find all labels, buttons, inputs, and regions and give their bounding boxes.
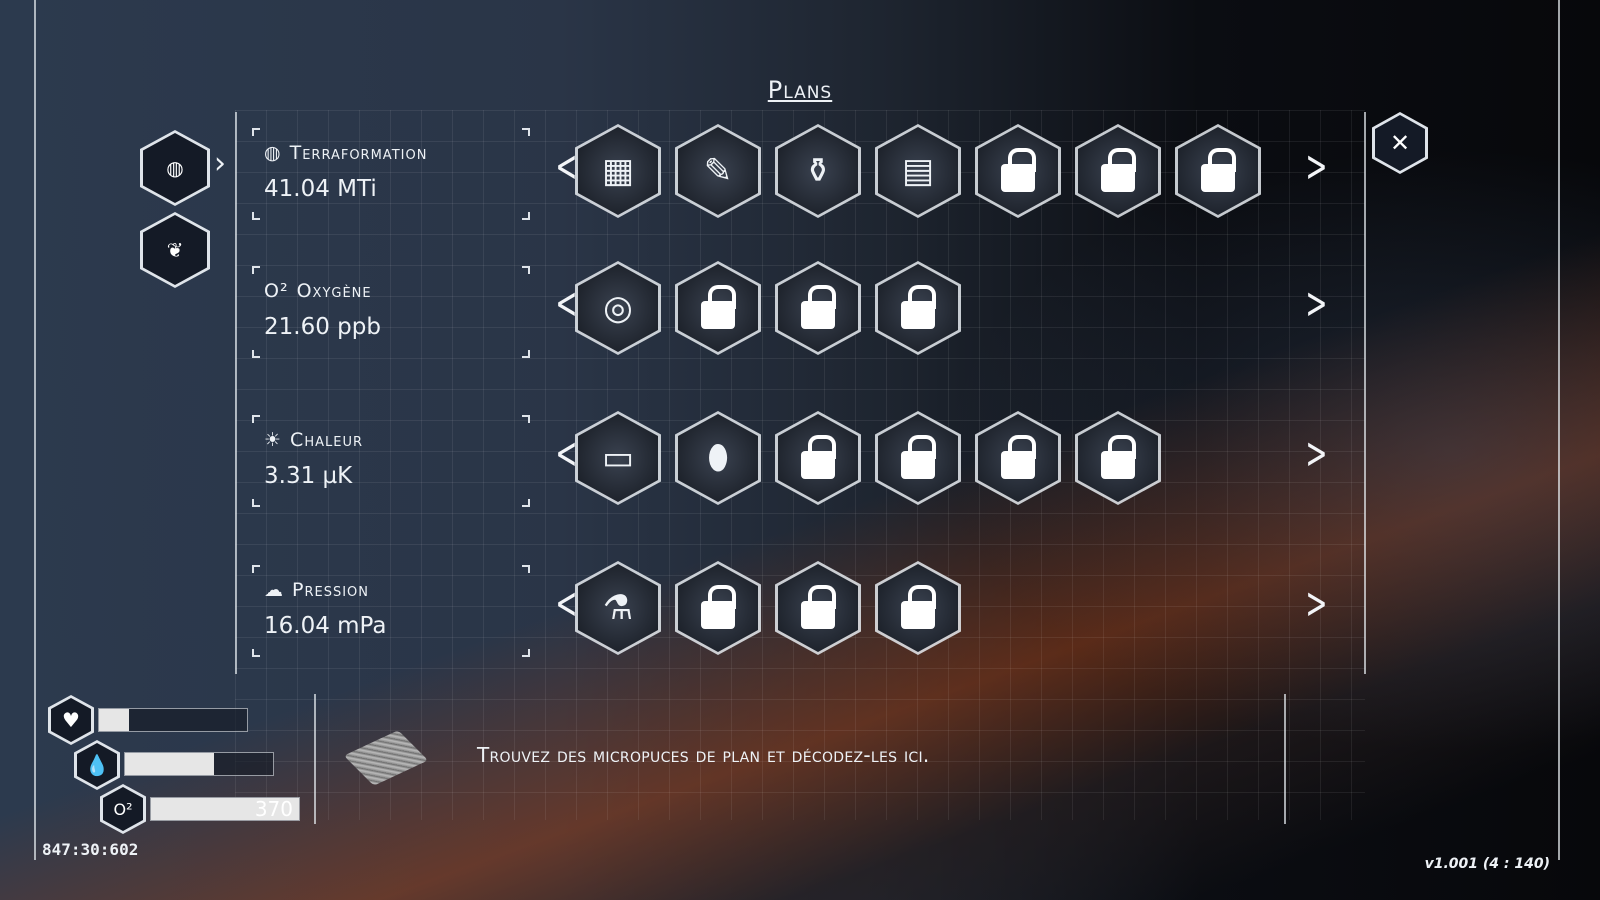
locked-blueprint[interactable] (1175, 124, 1261, 218)
blueprint-icon: ◎ (603, 288, 633, 328)
stat-label: Oxygène (296, 280, 372, 302)
game-timer: 847:30:602 (42, 840, 139, 859)
oxygen-icon: O² (100, 784, 146, 834)
water-drop-icon: 💧 (74, 740, 120, 790)
lock-icon (1201, 148, 1236, 192)
lock-icon (1101, 148, 1136, 192)
locked-blueprint[interactable] (675, 561, 761, 655)
chevron-left-icon[interactable]: < (555, 578, 578, 629)
divider (314, 694, 316, 824)
divider (1364, 112, 1366, 674)
lock-icon (1101, 435, 1136, 479)
chevron-right-icon[interactable]: > (1305, 578, 1328, 629)
lock-icon (701, 585, 736, 629)
version-label: v1.001 (4 : 140) (1424, 856, 1550, 872)
lock-icon (901, 435, 936, 479)
lock-icon (801, 285, 836, 329)
lock-icon (901, 285, 936, 329)
health-bar (98, 708, 248, 732)
stat-value: 3.31 µK (264, 463, 353, 489)
stat-label: Pression (292, 579, 369, 601)
blueprint-icon: ▭ (601, 438, 635, 478)
globe-icon: ◍ (264, 142, 282, 164)
blueprint-icon: ⚗ (602, 588, 634, 628)
stat-value: 41.04 MTi (264, 176, 377, 202)
lock-icon (701, 285, 736, 329)
chevron-right-icon[interactable]: > (1305, 141, 1328, 192)
leaf-icon: ❦ (140, 212, 210, 288)
sun-icon: ☀ (264, 429, 283, 451)
locked-blueprint[interactable] (875, 561, 961, 655)
divider (235, 112, 237, 674)
stat-oxygène: O² Oxygène 21.60 ppb (252, 266, 530, 358)
stat-label: Terraformation (289, 142, 428, 164)
oxygen-bar: 370 (150, 797, 300, 821)
locked-blueprint[interactable] (1075, 411, 1161, 505)
chevron-right-icon[interactable]: > (1305, 278, 1328, 329)
oxygen-value: 370 (254, 797, 293, 821)
blueprint-icon: ▦ (601, 151, 635, 191)
divider (1284, 694, 1286, 824)
lock-icon (1001, 435, 1036, 479)
chevron-right-icon: › (214, 146, 226, 181)
terraformation-category-button[interactable]: ◍ › (140, 130, 226, 206)
blueprint-icon: ✎ (703, 151, 733, 191)
close-button[interactable]: ✕ (1372, 112, 1428, 174)
blueprint-icon: ⚱ (803, 151, 833, 191)
chevron-right-icon[interactable]: > (1305, 428, 1328, 479)
blueprint-icon: ⬮ (707, 438, 729, 478)
heart-icon: ♥ (48, 695, 94, 745)
lock-icon (901, 585, 936, 629)
stat-label: Chaleur (290, 429, 363, 451)
stat-chaleur: ☀ Chaleur 3.31 µK (252, 415, 530, 507)
oxygen-icon: O² (264, 280, 289, 302)
chevron-left-icon[interactable]: < (555, 428, 578, 479)
biomass-category-button[interactable]: ❦ (140, 212, 210, 288)
locked-blueprint[interactable] (1075, 124, 1161, 218)
blueprint-icon: ▤ (901, 151, 935, 191)
stat-terraformation: ◍ Terraformation 41.04 MTi (252, 128, 530, 220)
lock-icon (801, 585, 836, 629)
lock-icon (1001, 148, 1036, 192)
cloud-icon: ☁ (264, 579, 284, 601)
stat-pression: ☁ Pression 16.04 mPa (252, 565, 530, 657)
frame-right (1558, 0, 1560, 860)
stat-value: 16.04 mPa (264, 613, 387, 639)
info-text: Trouvez des micropuces de plan et décode… (477, 743, 930, 767)
lock-icon (801, 435, 836, 479)
stat-value: 21.60 ppb (264, 314, 381, 340)
chevron-left-icon[interactable]: < (555, 278, 578, 329)
blueprint-item[interactable]: ⚗ (575, 561, 661, 655)
globe-icon: ◍ (140, 130, 210, 206)
frame-left (34, 0, 36, 860)
water-bar (124, 752, 274, 776)
chevron-left-icon[interactable]: < (555, 141, 578, 192)
page-title: Plans (767, 76, 833, 104)
locked-blueprint[interactable] (775, 561, 861, 655)
